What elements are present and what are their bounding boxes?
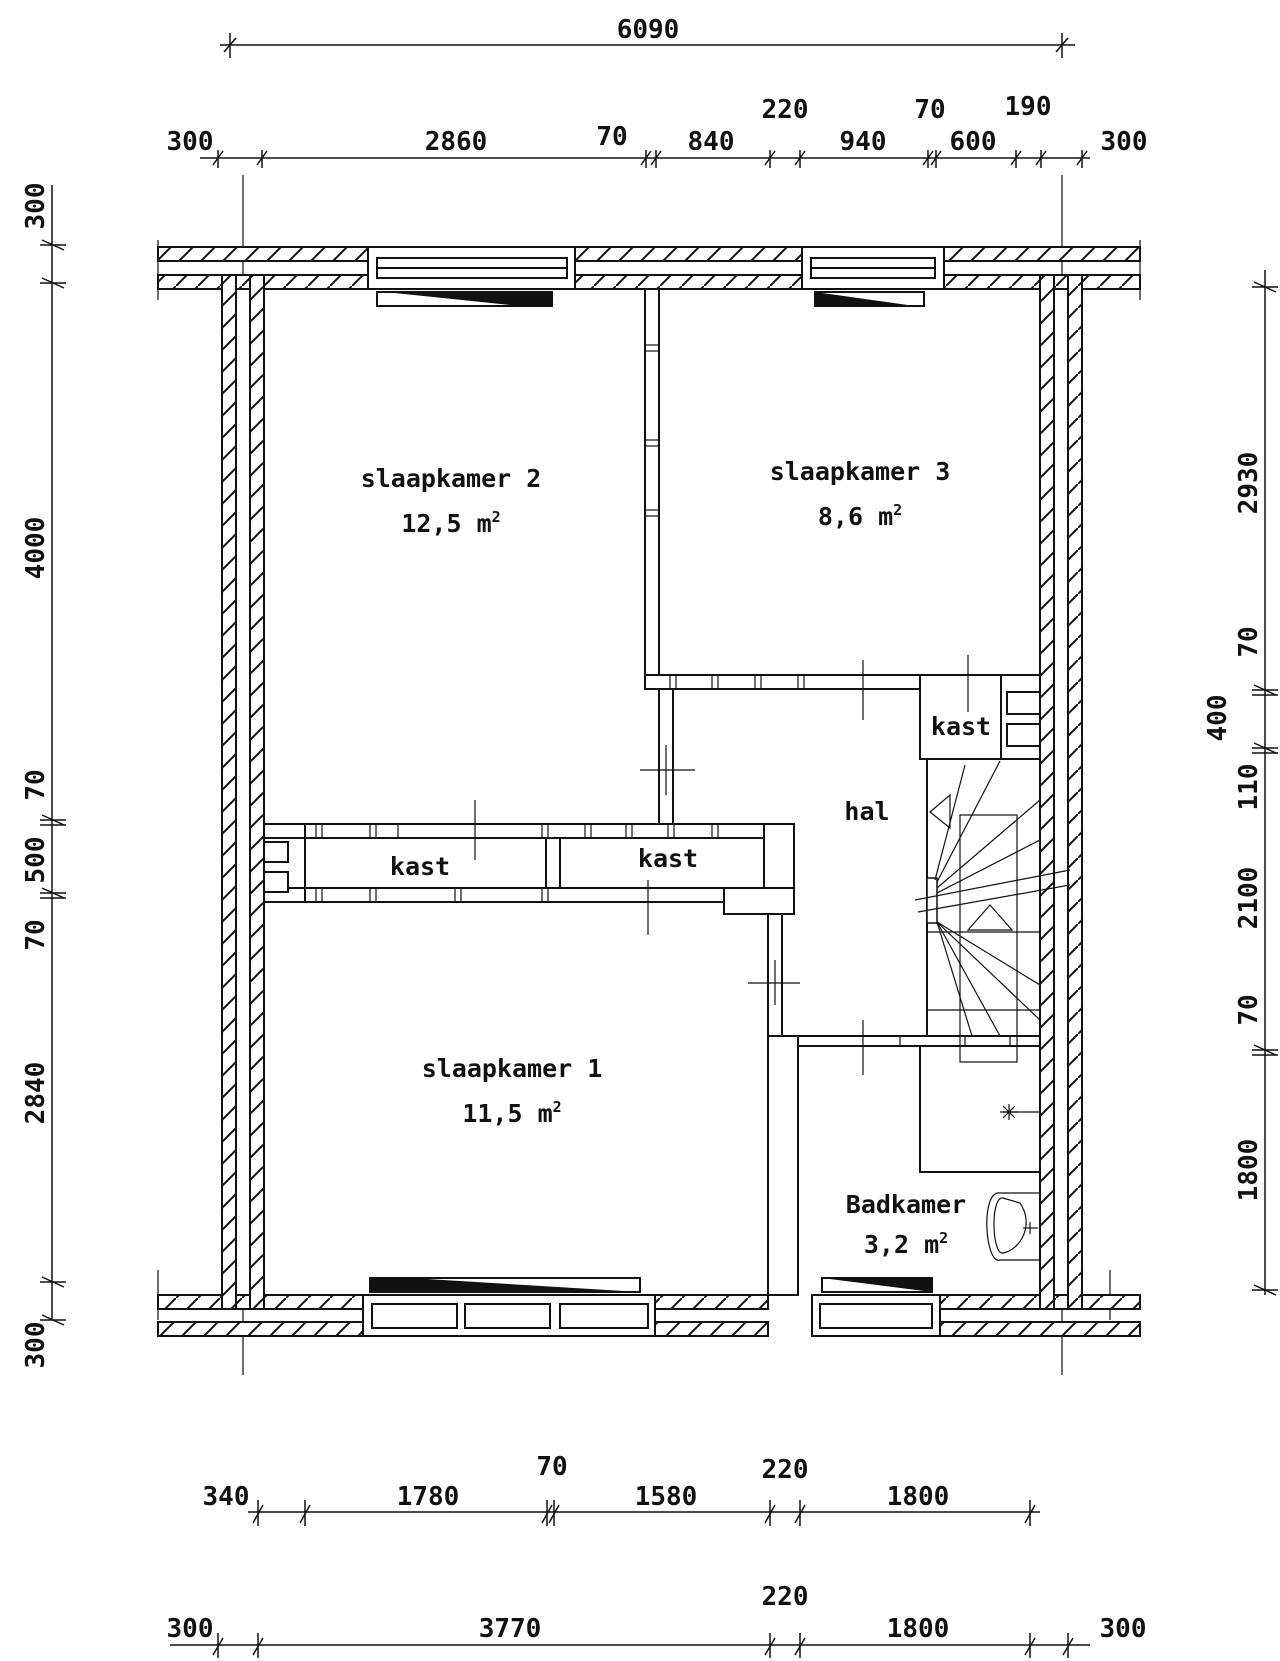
dim-label: 600 xyxy=(950,127,997,157)
dim-label: 70 xyxy=(914,95,945,125)
dim-label: 300 xyxy=(21,1322,51,1369)
room-slaapkamer-2: slaapkamer 2 12,5 m2 xyxy=(361,464,542,538)
dim-label: 110 xyxy=(1234,764,1264,811)
dim-label: 2930 xyxy=(1234,452,1264,515)
door-markers xyxy=(474,655,969,1075)
window-slaapkamer-3 xyxy=(801,246,945,307)
dim-label: 840 xyxy=(688,127,735,157)
room-slaapkamer-3: slaapkamer 3 8,6 m2 xyxy=(770,457,951,531)
dim-label: 1780 xyxy=(397,1482,460,1512)
dim-label: 70 xyxy=(536,1452,567,1482)
room-area: 11,5 m2 xyxy=(462,1098,561,1128)
staircase xyxy=(914,758,1071,1063)
dim-label: 300 xyxy=(167,1614,214,1644)
room-name: slaapkamer 1 xyxy=(422,1054,603,1083)
shower-tray xyxy=(919,1045,1041,1173)
room-slaapkamer-1: slaapkamer 1 11,5 m2 xyxy=(422,1054,603,1128)
dim-label: 400 xyxy=(1203,695,1233,742)
dim-label: 70 xyxy=(596,122,627,152)
closet-label-middle: kast xyxy=(638,844,698,873)
dim-label: 220 xyxy=(762,95,809,125)
room-area: 3,2 m2 xyxy=(864,1229,948,1259)
dim-label: 190 xyxy=(1005,92,1052,122)
closet-label-hal: kast xyxy=(931,712,991,741)
room-area: 8,6 m2 xyxy=(818,501,902,531)
dimension-right-chain: 2930 70 400 110 2100 70 1800 xyxy=(1203,270,1278,1296)
room-name: slaapkamer 2 xyxy=(361,464,542,493)
dim-label: 70 xyxy=(21,769,51,800)
dim-label: 220 xyxy=(762,1582,809,1612)
drain-icon xyxy=(1000,1104,1018,1120)
dim-label: 1800 xyxy=(887,1614,950,1644)
dim-label: 300 xyxy=(21,183,51,230)
room-hal: hal xyxy=(844,797,889,826)
dim-label: 1800 xyxy=(887,1482,950,1512)
dimension-left-chain: 300 4000 70 500 70 2840 300 xyxy=(21,183,66,1369)
window-slaapkamer-1 xyxy=(362,1277,656,1337)
dim-label: 70 xyxy=(1234,994,1264,1025)
dim-label: 300 xyxy=(167,127,214,157)
dim-label: 940 xyxy=(840,127,887,157)
window-badkamer xyxy=(811,1277,941,1337)
dim-label: 220 xyxy=(762,1455,809,1485)
dim-label: 1580 xyxy=(635,1482,698,1512)
room-badkamer: Badkamer 3,2 m2 xyxy=(846,1190,966,1259)
room-name: Badkamer xyxy=(846,1190,966,1219)
dim-label: 1800 xyxy=(1234,1139,1264,1202)
dim-label: 70 xyxy=(1234,626,1264,657)
dimension-bottom-chain-2: 300 3770 220 1800 300 xyxy=(167,1582,1147,1658)
dim-label: 2860 xyxy=(425,127,488,157)
dim-label: 70 xyxy=(21,919,51,950)
dim-label: 340 xyxy=(203,1482,250,1512)
dim-label: 4000 xyxy=(21,517,51,580)
exterior-walls xyxy=(157,246,1141,1337)
closet-label-left: kast xyxy=(390,852,450,881)
dimension-top-chain: 300 2860 70 840 220 940 70 600 190 300 xyxy=(167,92,1148,168)
dim-label: 3770 xyxy=(479,1614,542,1644)
dimension-bottom-chain-1: 340 1780 70 1580 220 1800 xyxy=(203,1452,1040,1526)
washbasin xyxy=(986,1192,1041,1261)
room-name: slaapkamer 3 xyxy=(770,457,951,486)
dim-label: 300 xyxy=(1100,1614,1147,1644)
dim-label: 2840 xyxy=(21,1062,51,1125)
dim-label: 2100 xyxy=(1234,867,1264,930)
dim-label: 6090 xyxy=(617,15,680,45)
room-name: hal xyxy=(844,797,889,826)
interior-walls xyxy=(263,288,1041,1296)
window-slaapkamer-2 xyxy=(367,246,576,307)
dim-label: 500 xyxy=(21,837,51,884)
dim-label: 300 xyxy=(1101,127,1148,157)
stud-marks xyxy=(315,344,1011,1046)
room-area: 12,5 m2 xyxy=(401,508,500,538)
dimension-top-overall: 6090 xyxy=(220,15,1075,58)
